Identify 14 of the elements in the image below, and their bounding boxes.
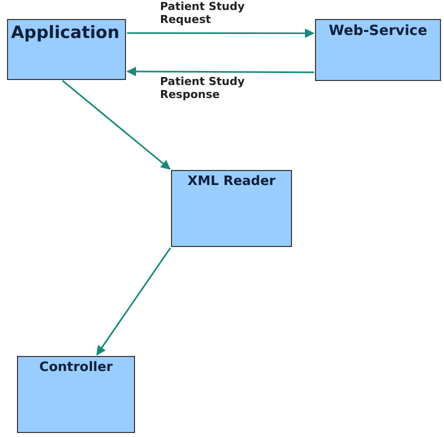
arrow [62, 80, 171, 170]
process-box [315, 19, 441, 81]
arrow [127, 28, 314, 38]
box-label: Web-Service [328, 23, 428, 39]
arrow [126, 66, 314, 76]
box-label: Application [10, 23, 120, 43]
box-label: XML Reader [186, 174, 276, 189]
edge-label: Patient Study Response [160, 75, 246, 101]
arrow [96, 247, 172, 356]
box-label: Controller [38, 360, 114, 375]
process-box [171, 170, 292, 247]
process-box [7, 19, 126, 80]
process-box [17, 356, 135, 433]
edge-label: Patient Study Request [160, 0, 246, 26]
